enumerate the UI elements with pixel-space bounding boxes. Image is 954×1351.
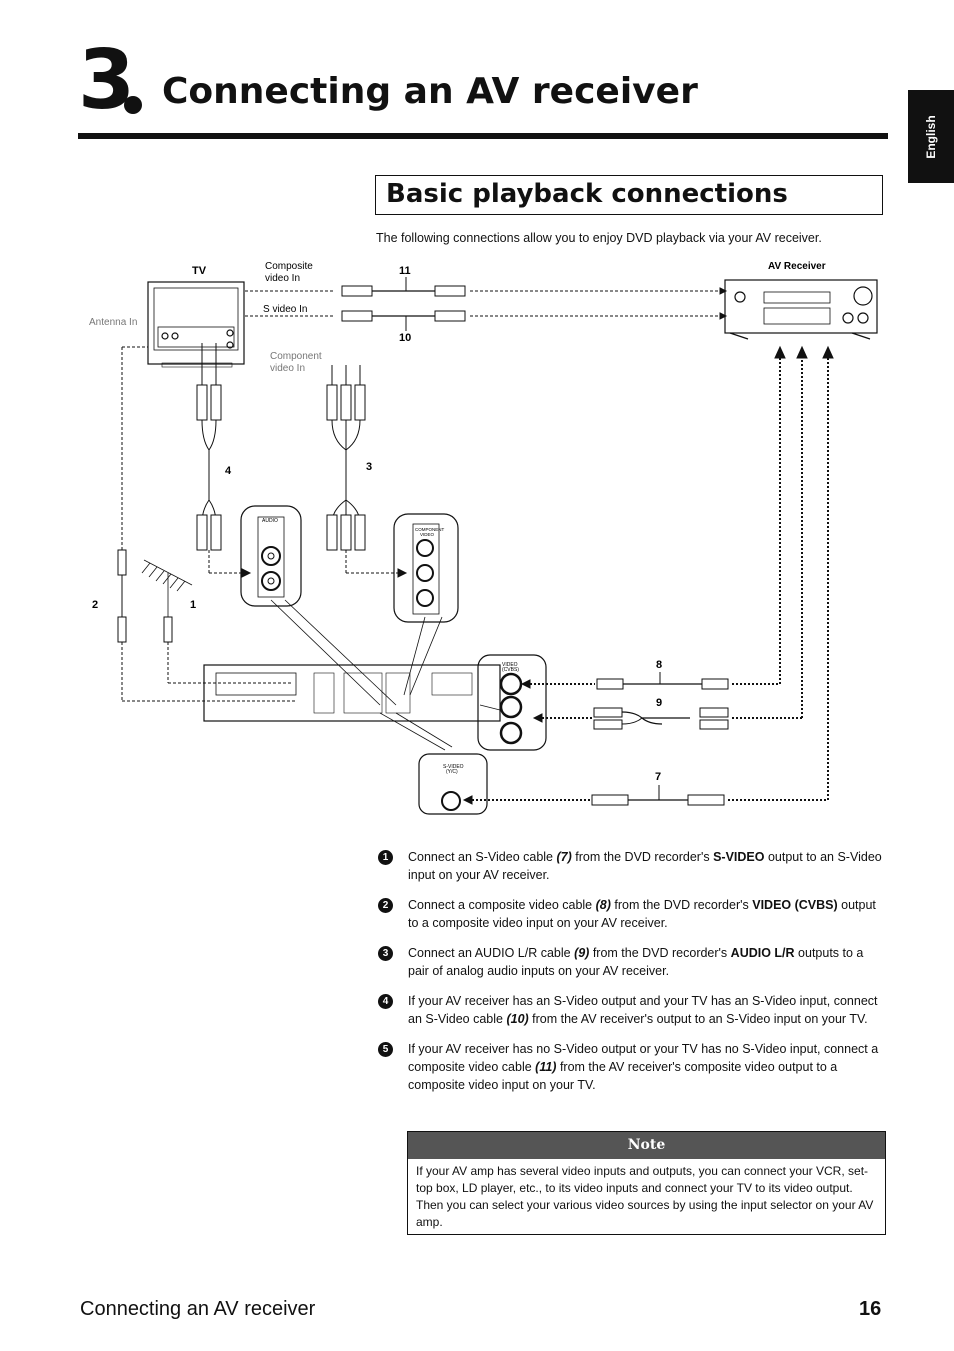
step-text: If your AV receiver has no S-Video outpu…: [408, 1042, 879, 1092]
s-video-out-panel: [418, 753, 488, 815]
connection-diagram: TV Composite video In S video In Antenna…: [89, 261, 878, 815]
cable-4-number: 4: [225, 465, 232, 477]
section-title: Basic playback connections: [386, 179, 788, 209]
tv-illustration: [147, 281, 245, 368]
cable-10-number: 10: [399, 332, 411, 344]
cable-1-number: 1: [190, 599, 196, 611]
audio-panel-label: AUDIO: [262, 518, 278, 524]
language-tab-label: English: [924, 114, 938, 159]
cable-3-number: 3: [366, 461, 372, 473]
tv-label: TV: [192, 265, 207, 277]
instruction-steps: 1 Connect an S-Video cable (7) from the D…: [376, 848, 886, 1106]
cable-7: [462, 345, 834, 806]
s-video-in-label: S video In: [263, 304, 307, 315]
step-text: If your AV receiver has an S-Video outpu…: [408, 994, 878, 1026]
step-text: Connect a composite video cable (8) from…: [408, 898, 876, 930]
cable-11-number: 11: [399, 265, 411, 277]
dvd-recorder-illustration: [203, 664, 501, 722]
title-rule: [78, 133, 888, 139]
note-text: If your AV amp has several video inputs …: [416, 1164, 874, 1229]
intro-text: The following connections allow you to e…: [376, 231, 822, 245]
antenna-illustration: [141, 559, 193, 625]
language-tab: English: [908, 90, 954, 183]
audio-panel: [240, 505, 302, 607]
composite-video-in-label: Composite video In: [265, 261, 316, 284]
cable-2-number: 2: [92, 599, 98, 611]
panel-callout-lines: [270, 599, 501, 751]
step-number: 3: [378, 946, 393, 961]
cable-3: [326, 365, 408, 578]
chapter-title: Connecting an AV receiver: [162, 71, 698, 112]
cable-10: [245, 310, 728, 322]
cable-2: [117, 346, 295, 702]
component-video-panel: [393, 513, 459, 623]
cable-4: [196, 343, 252, 578]
step-item: 5 If your AV receiver has no S-Video outp…: [376, 1040, 886, 1094]
cable-9-number: 9: [656, 697, 662, 709]
component-panel-label: COMPONENT VIDEO: [415, 527, 445, 537]
svideo-panel-label: S-VIDEO (Y/C): [443, 764, 465, 775]
step-item: 4 If your AV receiver has an S-Video outp…: [376, 992, 886, 1028]
cable-8: [520, 345, 786, 690]
antenna-in-label: Antenna In: [89, 317, 137, 328]
step-number: 1: [378, 850, 393, 865]
section-heading-box: Basic playback connections: [375, 175, 883, 215]
page-number: 16: [859, 1298, 882, 1320]
footer-title: Connecting an AV receiver: [80, 1298, 316, 1320]
cable-1: [163, 616, 293, 684]
cable-7-number: 7: [655, 771, 661, 783]
step-number: 4: [378, 994, 393, 1009]
component-video-in-label: Component video In: [270, 351, 324, 374]
step-number: 2: [378, 898, 393, 913]
step-number: 5: [378, 1042, 393, 1057]
chapter-dot: [124, 96, 142, 114]
step-item: 3 Connect an AUDIO L/R cable (9) from the…: [376, 944, 886, 980]
cable-9: [532, 345, 808, 730]
step-text: Connect an AUDIO L/R cable (9) from the …: [408, 946, 864, 978]
step-item: 2 Connect a composite video cable (8) fro…: [376, 896, 886, 932]
cable-11: [245, 285, 728, 297]
note-box: Note If your AV amp has several video in…: [407, 1131, 886, 1235]
video-panel-label: VIDEO (CVBS): [502, 662, 519, 673]
av-receiver-illustration: [724, 279, 878, 340]
av-receiver-label: AV Receiver: [768, 261, 826, 272]
cable-8-number: 8: [656, 659, 662, 671]
step-text: Connect an S-Video cable (7) from the DV…: [408, 850, 882, 882]
step-item: 1 Connect an S-Video cable (7) from the D…: [376, 848, 886, 884]
note-heading: Note: [408, 1132, 885, 1159]
